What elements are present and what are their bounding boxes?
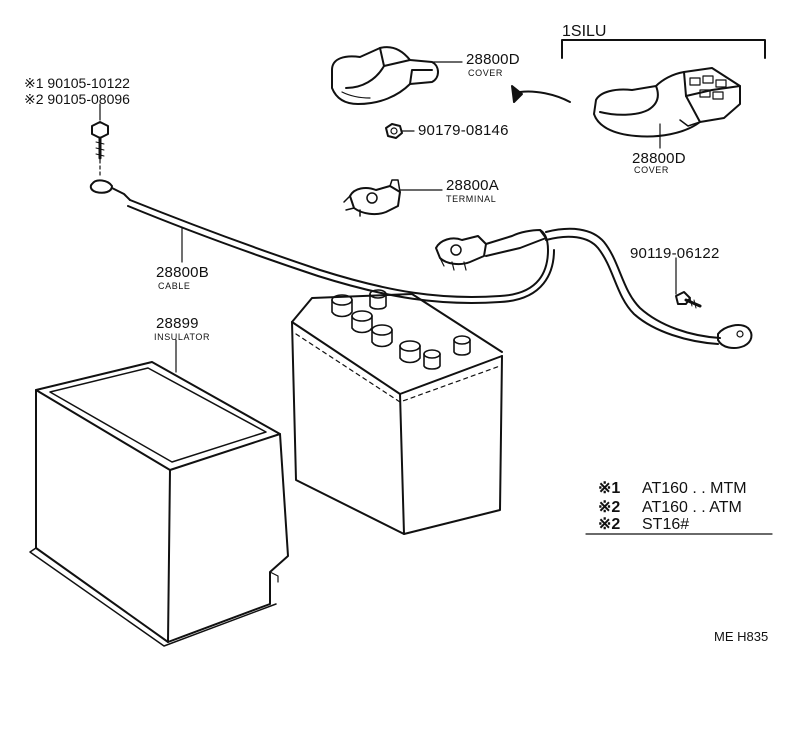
insulator-shape [29, 361, 289, 647]
legend-row: ※1 AT160 . . MTM [598, 481, 747, 497]
terminal-part-no: 28800A [446, 177, 499, 194]
cover-upper-part-no: 28800D [466, 51, 520, 68]
bolt-shape [91, 121, 109, 177]
legend-text: AT160 . . ATM [642, 499, 742, 516]
bolt-note-1: ※1 90105-10122 [24, 75, 130, 91]
battery-shape [291, 289, 503, 535]
insulator-part-no: 28899 [156, 315, 199, 332]
legend-marker: ※2 [598, 516, 621, 533]
legend-marker: ※1 [598, 480, 621, 497]
legend-row: ※2 ST16# [598, 517, 689, 533]
figure-code: ME H835 [714, 629, 769, 644]
cable-part-no: 28800B [156, 264, 209, 281]
cover-lower-name: COVER [634, 165, 670, 175]
cover-upper-name: COVER [468, 68, 504, 78]
terminal-shape [343, 179, 401, 217]
leader-lines [99, 61, 773, 535]
cover-lower-part-no: 28800D [632, 150, 686, 167]
insulator-name: INSULATOR [154, 332, 211, 342]
nut-shape [385, 123, 403, 139]
nut-part-no: 90179-08146 [418, 122, 509, 139]
legend-text: ST16# [642, 516, 690, 533]
legend-marker: ※2 [598, 499, 621, 516]
direction-arrow [511, 85, 571, 103]
ground-cable-shape [545, 227, 753, 349]
bolt-note-2: ※2 90105-08096 [24, 91, 130, 107]
group-bracket [561, 39, 766, 59]
legend-row: ※2 AT160 . . ATM [598, 500, 742, 516]
cover-upper-shape [331, 46, 439, 105]
terminal-name: TERMINAL [446, 194, 497, 204]
cable-shape [89, 179, 555, 304]
cable-terminal-clamp [435, 229, 547, 271]
cover-lower-shape [593, 67, 741, 138]
screw-shape [675, 291, 702, 309]
group-label: 1SILU [562, 23, 607, 40]
cable-name: CABLE [158, 281, 191, 291]
legend-text: AT160 . . MTM [642, 480, 747, 497]
screw-part-no: 90119-06122 [630, 245, 720, 262]
